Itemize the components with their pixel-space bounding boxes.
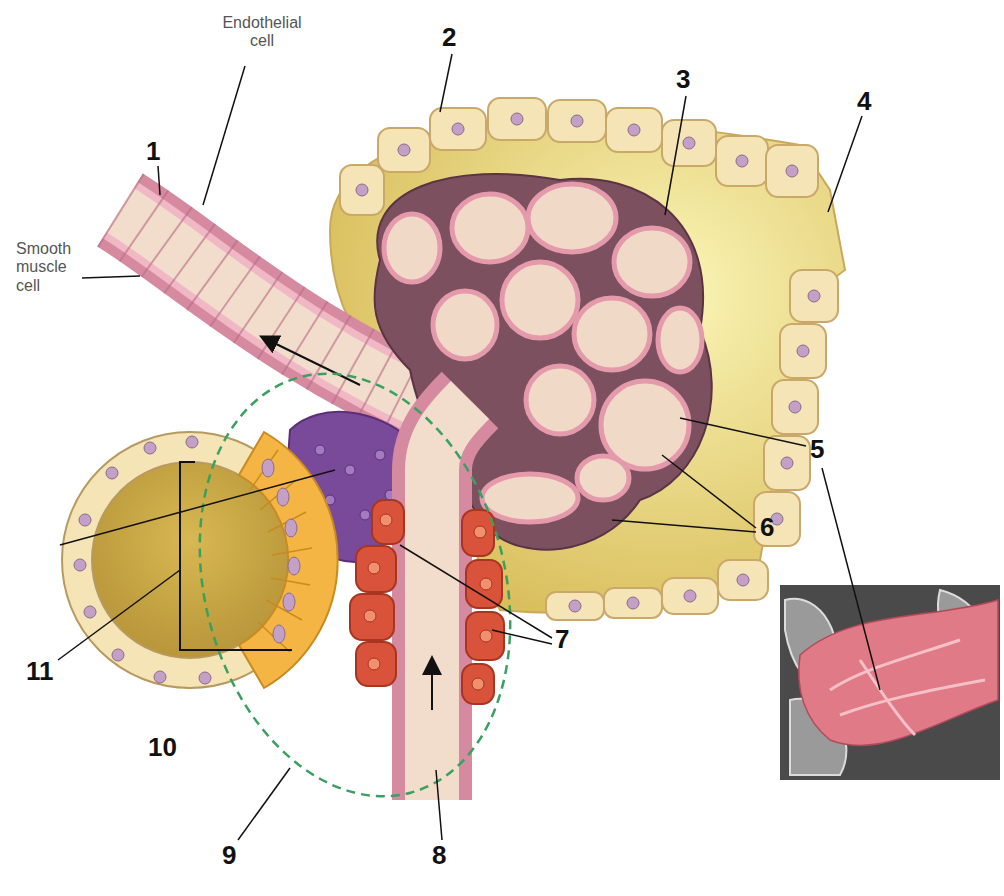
callout-number: 8 bbox=[432, 842, 446, 868]
callout-number: 4 bbox=[857, 88, 871, 114]
callout-number: 10 bbox=[148, 734, 177, 760]
callout-number: 9 bbox=[222, 842, 236, 868]
structure-label: Endothelial cell bbox=[214, 14, 310, 51]
callout-number: 11 bbox=[26, 658, 54, 684]
callout-number: 2 bbox=[442, 24, 456, 50]
callout-number: 1 bbox=[146, 138, 160, 164]
callout-number: 7 bbox=[555, 626, 569, 652]
callout-number: 3 bbox=[676, 66, 690, 92]
callout-number: 6 bbox=[760, 514, 774, 540]
callout-number: 5 bbox=[810, 436, 824, 462]
structure-label: Smooth muscle cell bbox=[16, 240, 78, 295]
